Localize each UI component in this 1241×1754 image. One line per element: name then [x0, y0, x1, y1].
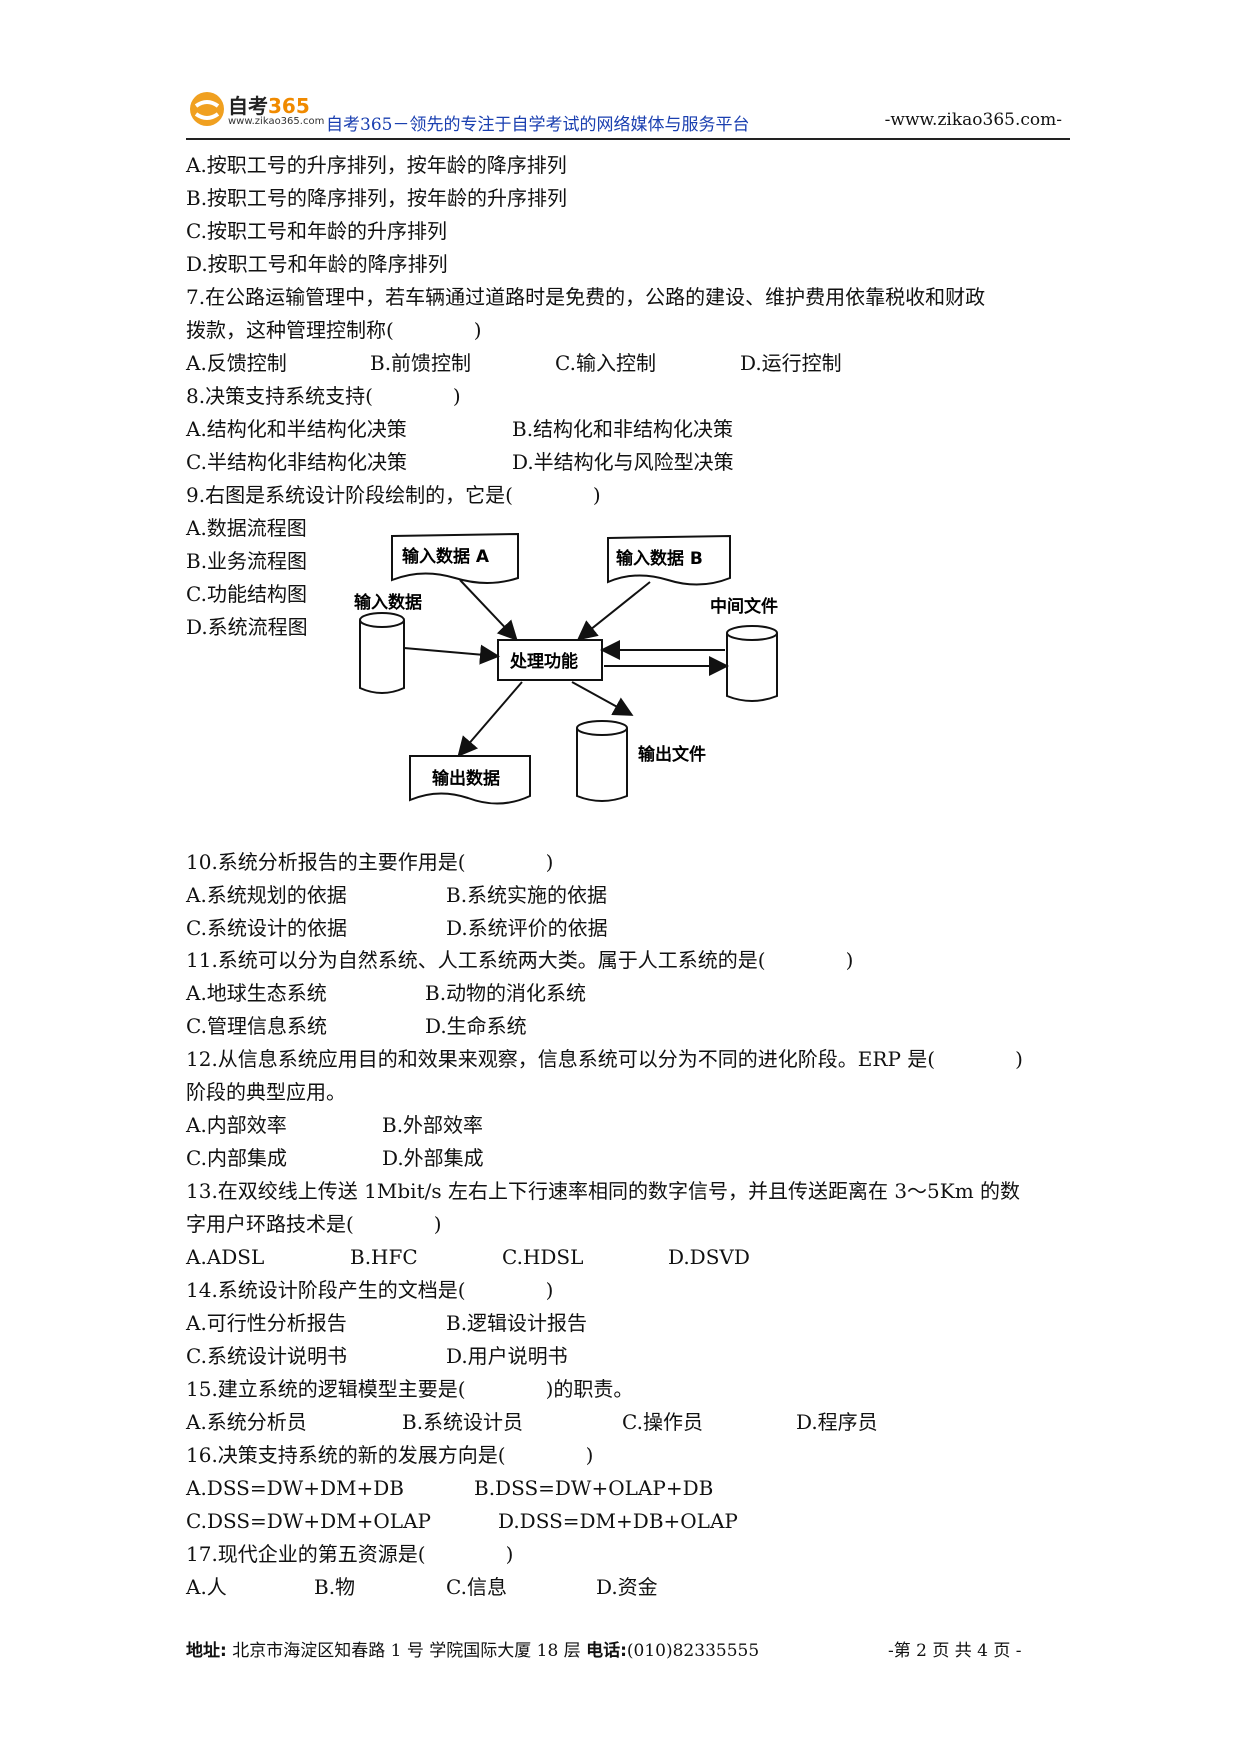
input-data-a-label: 输入数据 A — [402, 546, 490, 567]
phone-label: 电话: — [586, 1641, 627, 1661]
q9-option-b: B.业务流程图 — [186, 549, 308, 573]
q17-option-a: A.人 — [186, 1575, 227, 1599]
q12-stem-line1: 12.从信息系统应用目的和效果来观察，信息系统可以分为不同的进化阶段。ERP 是… — [186, 1047, 1023, 1071]
q6-option-d: D.按职工号和年龄的降序排列 — [186, 252, 448, 276]
output-data-label: 输出数据 — [432, 768, 500, 789]
q7-stem-line1: 7.在公路运输管理中，若车辆通过道路时是免费的，公路的建设、维护费用依靠税收和财… — [186, 285, 986, 309]
q6-option-b: B.按职工号的降序排列，按年龄的升序排列 — [186, 186, 568, 210]
q7-option-b: B.前馈控制 — [370, 351, 472, 375]
q12-option-b: B.外部效率 — [382, 1113, 484, 1137]
q12-option-a: A.内部效率 — [186, 1113, 287, 1137]
q13-option-d: D.DSVD — [668, 1245, 750, 1269]
address-text: 北京市海淀区知春路 1 号 学院国际大厦 18 层 — [232, 1641, 581, 1661]
q9-option-a: A.数据流程图 — [186, 516, 307, 540]
q14-option-d: D.用户说明书 — [446, 1344, 568, 1368]
input-data-b-label: 输入数据 B — [616, 548, 703, 569]
output-file-label: 输出文件 — [638, 744, 706, 765]
header-site-url[interactable]: -www.zikao365.com- — [884, 110, 1062, 130]
q17-option-c: C.信息 — [446, 1575, 507, 1599]
q8-option-c: C.半结构化非结构化决策 — [186, 450, 407, 474]
q11-stem: 11.系统可以分为自然系统、人工系统两大类。属于人工系统的是( ) — [186, 948, 854, 972]
q11-option-a: A.地球生态系统 — [186, 981, 327, 1005]
output-file-cylinder — [576, 720, 628, 802]
q8-option-d: D.半结构化与风险型决策 — [512, 450, 734, 474]
q8-option-b: B.结构化和非结构化决策 — [512, 417, 734, 441]
phone-number: (010)82335555 — [626, 1641, 760, 1661]
q11-option-c: C.管理信息系统 — [186, 1014, 327, 1038]
header-slogan: 自考365－领先的专注于自学考试的网络媒体与服务平台 — [326, 115, 750, 135]
q7-option-d: D.运行控制 — [740, 351, 842, 375]
q13-option-b: B.HFC — [350, 1245, 418, 1269]
q12-stem-line2: 阶段的典型应用。 — [186, 1080, 346, 1104]
q11-option-d: D.生命系统 — [425, 1014, 527, 1038]
q16-option-d: D.DSS=DM+DB+OLAP — [498, 1509, 738, 1533]
logo-url: www.zikao365.com — [228, 116, 325, 127]
q10-stem: 10.系统分析报告的主要作用是( ) — [186, 850, 554, 874]
input-data-b-doc — [607, 534, 731, 586]
site-logo[interactable]: 自考365 www.zikao365.com — [190, 88, 324, 132]
q15-option-c: C.操作员 — [622, 1410, 703, 1434]
q6-option-c: C.按职工号和年龄的升序排列 — [186, 219, 447, 243]
q16-option-c: C.DSS=DW+DM+OLAP — [186, 1509, 431, 1533]
q15-stem: 15.建立系统的逻辑模型主要是( )的职责。 — [186, 1377, 634, 1401]
q17-stem: 17.现代企业的第五资源是( ) — [186, 1542, 514, 1566]
q12-option-c: C.内部集成 — [186, 1146, 287, 1170]
output-data-doc — [409, 755, 531, 805]
q14-option-b: B.逻辑设计报告 — [446, 1311, 588, 1335]
q13-stem-line2: 字用户环路技术是( ) — [186, 1212, 442, 1236]
input-data-cylinder — [359, 612, 405, 694]
address-label: 地址: — [186, 1641, 227, 1661]
q7-option-c: C.输入控制 — [555, 351, 656, 375]
q16-option-a: A.DSS=DW+DM+DB — [186, 1476, 404, 1500]
q7-option-a: A.反馈控制 — [186, 351, 287, 375]
q13-option-c: C.HDSL — [502, 1245, 584, 1269]
system-flowchart: 输入数据 A 输入数据 B 输入数据 中间文件 处理功能 输出数据 输出文件 — [354, 532, 778, 805]
page-number: -第 2 页 共 4 页 - — [888, 1641, 1022, 1661]
q11-option-b: B.动物的消化系统 — [425, 981, 587, 1005]
q15-option-a: A.系统分析员 — [186, 1410, 307, 1434]
q17-option-b: B.物 — [314, 1575, 356, 1599]
q9-option-d: D.系统流程图 — [186, 615, 308, 639]
q8-stem: 8.决策支持系统支持( ) — [186, 384, 461, 408]
q16-option-b: B.DSS=DW+OLAP+DB — [474, 1476, 714, 1500]
q15-option-b: B.系统设计员 — [402, 1410, 524, 1434]
middle-file-cylinder — [726, 625, 778, 702]
q14-option-a: A.可行性分析报告 — [186, 1311, 347, 1335]
q10-option-d: D.系统评价的依据 — [446, 916, 608, 940]
q10-option-b: B.系统实施的依据 — [446, 883, 608, 907]
q17-option-d: D.资金 — [596, 1575, 658, 1599]
q12-option-d: D.外部集成 — [382, 1146, 484, 1170]
page-header: 自考365 www.zikao365.com 自考365－领先的专注于自学考试的… — [186, 84, 1070, 140]
q10-option-c: C.系统设计的依据 — [186, 916, 347, 940]
middle-file-label: 中间文件 — [710, 596, 778, 617]
q14-stem: 14.系统设计阶段产生的文档是( ) — [186, 1278, 554, 1302]
process-function-label: 处理功能 — [509, 651, 578, 672]
q7-stem-line2: 拨款，这种管理控制称( ) — [186, 318, 482, 342]
input-data-label: 输入数据 — [354, 592, 422, 613]
q15-option-d: D.程序员 — [796, 1410, 878, 1434]
q16-stem: 16.决策支持系统的新的发展方向是( ) — [186, 1443, 594, 1467]
q8-option-a: A.结构化和半结构化决策 — [186, 417, 407, 441]
q14-option-c: C.系统设计说明书 — [186, 1344, 347, 1368]
q13-stem-line1: 13.在双绞线上传送 1Mbit/s 左右上下行速率相同的数字信号，并且传送距离… — [186, 1179, 1021, 1203]
q9-stem: 9.右图是系统设计阶段绘制的，它是( ) — [186, 483, 601, 507]
q13-option-a: A.ADSL — [186, 1245, 265, 1269]
q9-option-c: C.功能结构图 — [186, 582, 307, 606]
q10-option-a: A.系统规划的依据 — [186, 883, 347, 907]
input-data-a-doc — [391, 532, 519, 584]
logo-emblem-icon — [190, 92, 224, 126]
q6-option-a: A.按职工号的升序排列，按年龄的降序排列 — [186, 153, 567, 177]
logo-text: 自考365 — [228, 94, 310, 118]
page-footer: 地址: 北京市海淀区知春路 1 号 学院国际大厦 18 层 电话:(010)82… — [186, 1636, 759, 1661]
